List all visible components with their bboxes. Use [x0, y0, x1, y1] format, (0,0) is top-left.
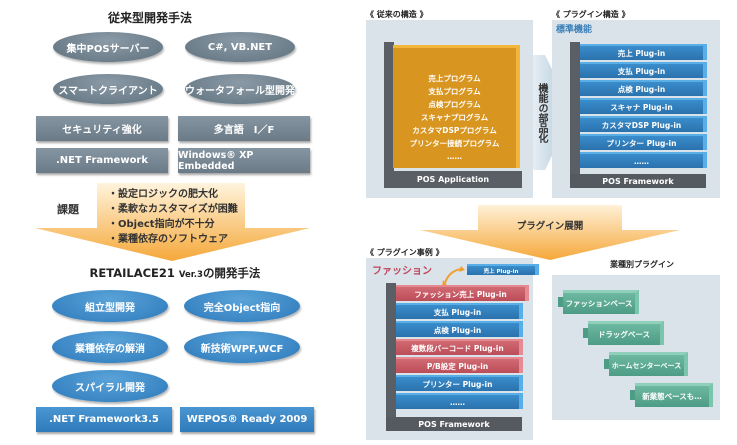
- example-plugin-block: P/B設定 Plug-in: [396, 357, 523, 373]
- issue-item: ・柔軟なカスタマイズが困難: [108, 204, 238, 215]
- legacy-ellipse: C#, VB.NET: [185, 32, 295, 62]
- plugin-block: 支払 Plug-in: [580, 62, 707, 78]
- legacy-frame: [384, 42, 394, 188]
- expansion-label: プラグイン展開: [516, 221, 584, 232]
- componentize-label: 機能の部品化: [536, 83, 547, 143]
- pos-framework-base: POS Framework: [570, 174, 706, 188]
- example-plugin-block: ……: [396, 393, 523, 409]
- new-ellipse: 組立型開発: [52, 290, 168, 322]
- issue-item: ・Object指向が不十分: [108, 219, 215, 230]
- industry-item: 新業態ベースも…: [635, 383, 713, 407]
- new-rect: WEPOS® Ready 2009: [180, 407, 314, 432]
- legacy-program-block: 売上プログラム 支払プログラム 点検プログラム スキャナプログラム カスタマDS…: [393, 45, 520, 168]
- swap-arrow-icon: [442, 266, 465, 286]
- new-ellipse: スパイラル開発: [52, 370, 168, 402]
- plugin-frame: [570, 42, 580, 188]
- legacy-rect: .NET Framework: [36, 148, 168, 173]
- legacy-ellipse: ウォータフォール型開発: [185, 74, 295, 104]
- example-frame: [386, 283, 396, 431]
- example-plugin-block: 支払 Plug-in: [396, 303, 523, 319]
- plugin-block: プリンター Plug-in: [580, 134, 707, 150]
- industry-item: ホームセンターベース: [609, 352, 688, 376]
- issues-label: 課題: [57, 203, 79, 216]
- issue-item: ・業種依存のソフトウェア: [108, 234, 228, 245]
- pos-application-base: POS Application: [384, 171, 522, 188]
- legacy-rect: Windows® XP Embedded: [178, 148, 310, 173]
- standard-features-label: 標準機能: [556, 25, 593, 35]
- legacy-rect: セキュリティ強化: [36, 116, 168, 141]
- plugin-example-header: 《 プラグイン事例 》: [366, 248, 444, 257]
- industry-item: ファッションベース: [563, 290, 639, 314]
- new-ellipse: 完全Object指向: [184, 290, 300, 322]
- block-tab: [558, 297, 564, 307]
- expansion-arrow-icon: [420, 205, 680, 260]
- legacy-ellipse: 集中POSサーバー: [53, 32, 163, 62]
- plugin-structure-header: 《 プラグイン構造 》: [552, 10, 630, 19]
- block-tab: [604, 359, 610, 369]
- issue-item: ・設定ロジックの肥大化: [108, 189, 218, 200]
- legacy-ellipse: スマートクライアント: [53, 74, 163, 104]
- industry-item: ドラッグベース: [588, 321, 664, 345]
- new-rect: .NET Framework3.5: [36, 407, 172, 432]
- replaced-plugin: 売上 Plug-in: [467, 264, 539, 275]
- fashion-label: ファッション: [372, 266, 432, 277]
- legacy-method-title: 従来型開発手法: [107, 11, 192, 25]
- industry-plugins-header: 業種別プラグイン: [610, 260, 674, 269]
- legacy-structure-header: 《 従来の構造 》: [366, 10, 428, 19]
- example-plugin-block: 複数段バーコード Plug-in: [396, 339, 523, 355]
- standard-plugin-list: 売上 Plug-in 支払 Plug-in 点検 Plug-in スキャナ Plug-…: [580, 44, 707, 170]
- issues-arrow-icon: [35, 183, 310, 261]
- plugin-block: ……: [580, 152, 707, 168]
- block-tab: [630, 390, 636, 400]
- legacy-rect: 多言語 I／F: [178, 116, 310, 141]
- example-plugin-block: ファッション売上 Plug-in: [396, 285, 529, 301]
- example-plugin-list: ファッション売上 Plug-in 支払 Plug-in 点検 Plug-in 複数段バ…: [396, 285, 529, 411]
- new-ellipse: 新技術WPF,WCF: [184, 331, 300, 363]
- example-pos-framework-base: POS Framework: [386, 417, 522, 431]
- issues-list: ・設定ロジックの肥大化 ・柔軟なカスタマイズが困難 ・Object指向が不十分 …: [108, 187, 238, 247]
- example-plugin-block: 点検 Plug-in: [396, 321, 523, 337]
- plugin-block: カスタマDSP Plug-in: [580, 116, 707, 132]
- plugin-block: 売上 Plug-in: [580, 44, 707, 60]
- block-tab: [583, 328, 589, 338]
- new-ellipse: 業種依存の解消: [52, 331, 168, 363]
- plugin-block: 点検 Plug-in: [580, 80, 707, 96]
- example-plugin-block: プリンター Plug-in: [396, 375, 523, 391]
- new-method-title: RETAILACE21 Ver.3の開発手法: [89, 266, 261, 280]
- plugin-block: スキャナ Plug-in: [580, 98, 707, 114]
